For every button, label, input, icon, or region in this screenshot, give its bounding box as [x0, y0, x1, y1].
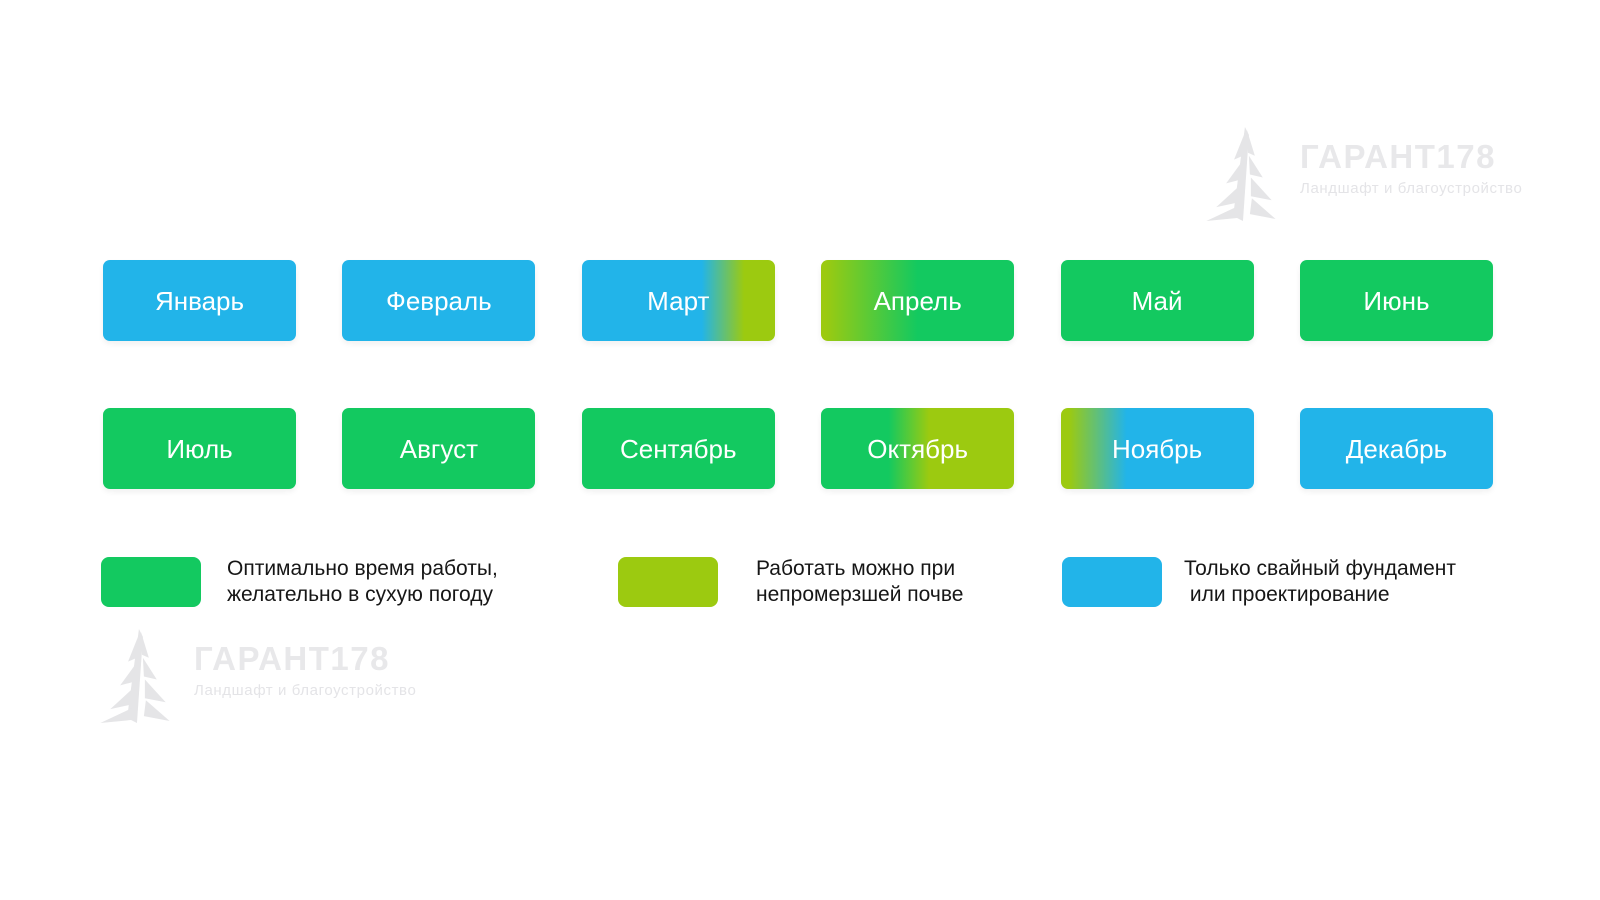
brand-tagline: Ландшафт и благоустройство — [194, 682, 417, 699]
month-tile-6: Июнь — [1299, 260, 1493, 341]
month-tile-9: Сентябрь — [581, 408, 775, 489]
month-tile-8: Август — [342, 408, 536, 489]
legend-item-thaw: Работать можно при непромерзшей почве — [618, 556, 963, 608]
month-tile-10: Октябрь — [821, 408, 1015, 489]
month-label: Март — [647, 285, 710, 316]
brand-text: ГАРАНТ178 Ландшафт и благоустройство — [194, 640, 417, 700]
brand-tagline: Ландшафт и благоустройство — [1300, 180, 1523, 197]
month-tile-12: Декабрь — [1299, 408, 1493, 489]
month-label: Май — [1131, 285, 1183, 316]
month-label: Июль — [166, 433, 233, 464]
month-label: Август — [399, 433, 479, 464]
legend-color-swatch — [1062, 557, 1162, 607]
legend-label: Только свайный фундамент или проектирова… — [1184, 557, 1457, 606]
month-tile-3: Март — [581, 260, 775, 341]
month-tile-4: Апрель — [821, 260, 1015, 341]
month-label: Июнь — [1363, 285, 1430, 316]
month-label: Октябрь — [867, 433, 969, 464]
legend-item-optimal: Оптимально время работы, желательно в су… — [101, 556, 498, 608]
brand-name: ГАРАНТ178 — [194, 640, 390, 677]
month-label: Февраль — [386, 285, 492, 316]
month-label: Декабрь — [1345, 433, 1448, 464]
legend-item-piles: Только свайный фундамент или проектирова… — [1062, 556, 1456, 608]
month-tile-11: Ноябрь — [1060, 408, 1254, 489]
brand-name: ГАРАНТ178 — [1300, 138, 1496, 175]
month-tile-7: Июль — [103, 408, 296, 489]
month-tile-5: Май — [1060, 260, 1254, 341]
legend-color-swatch — [618, 557, 718, 607]
months-row-2: Июль Август Сентябрь Октябрь Ноябрь Дека… — [103, 408, 1493, 489]
fir-tree-icon — [1206, 126, 1276, 221]
month-tile-1: Январь — [103, 260, 296, 341]
legend-label: Работать можно при непромерзшей почве — [756, 557, 964, 606]
month-tile-2: Февраль — [342, 260, 536, 341]
fir-tree-icon — [100, 628, 170, 723]
month-label: Ноябрь — [1111, 433, 1203, 464]
month-label: Сентябрь — [620, 433, 737, 464]
month-label: Апрель — [873, 285, 962, 316]
brand-logo-bottom: ГАРАНТ178 Ландшафт и благоустройство — [98, 628, 416, 723]
months-row-1: Январь Февраль Март Апрель Май Июнь — [103, 260, 1493, 341]
brand-text: ГАРАНТ178 Ландшафт и благоустройство — [1300, 138, 1523, 198]
legend-label: Оптимально время работы, желательно в су… — [227, 557, 498, 606]
brand-logo-top: ГАРАНТ178 Ландшафт и благоустройство — [1204, 126, 1522, 221]
legend-color-swatch — [101, 557, 201, 607]
month-label: Январь — [154, 285, 245, 316]
